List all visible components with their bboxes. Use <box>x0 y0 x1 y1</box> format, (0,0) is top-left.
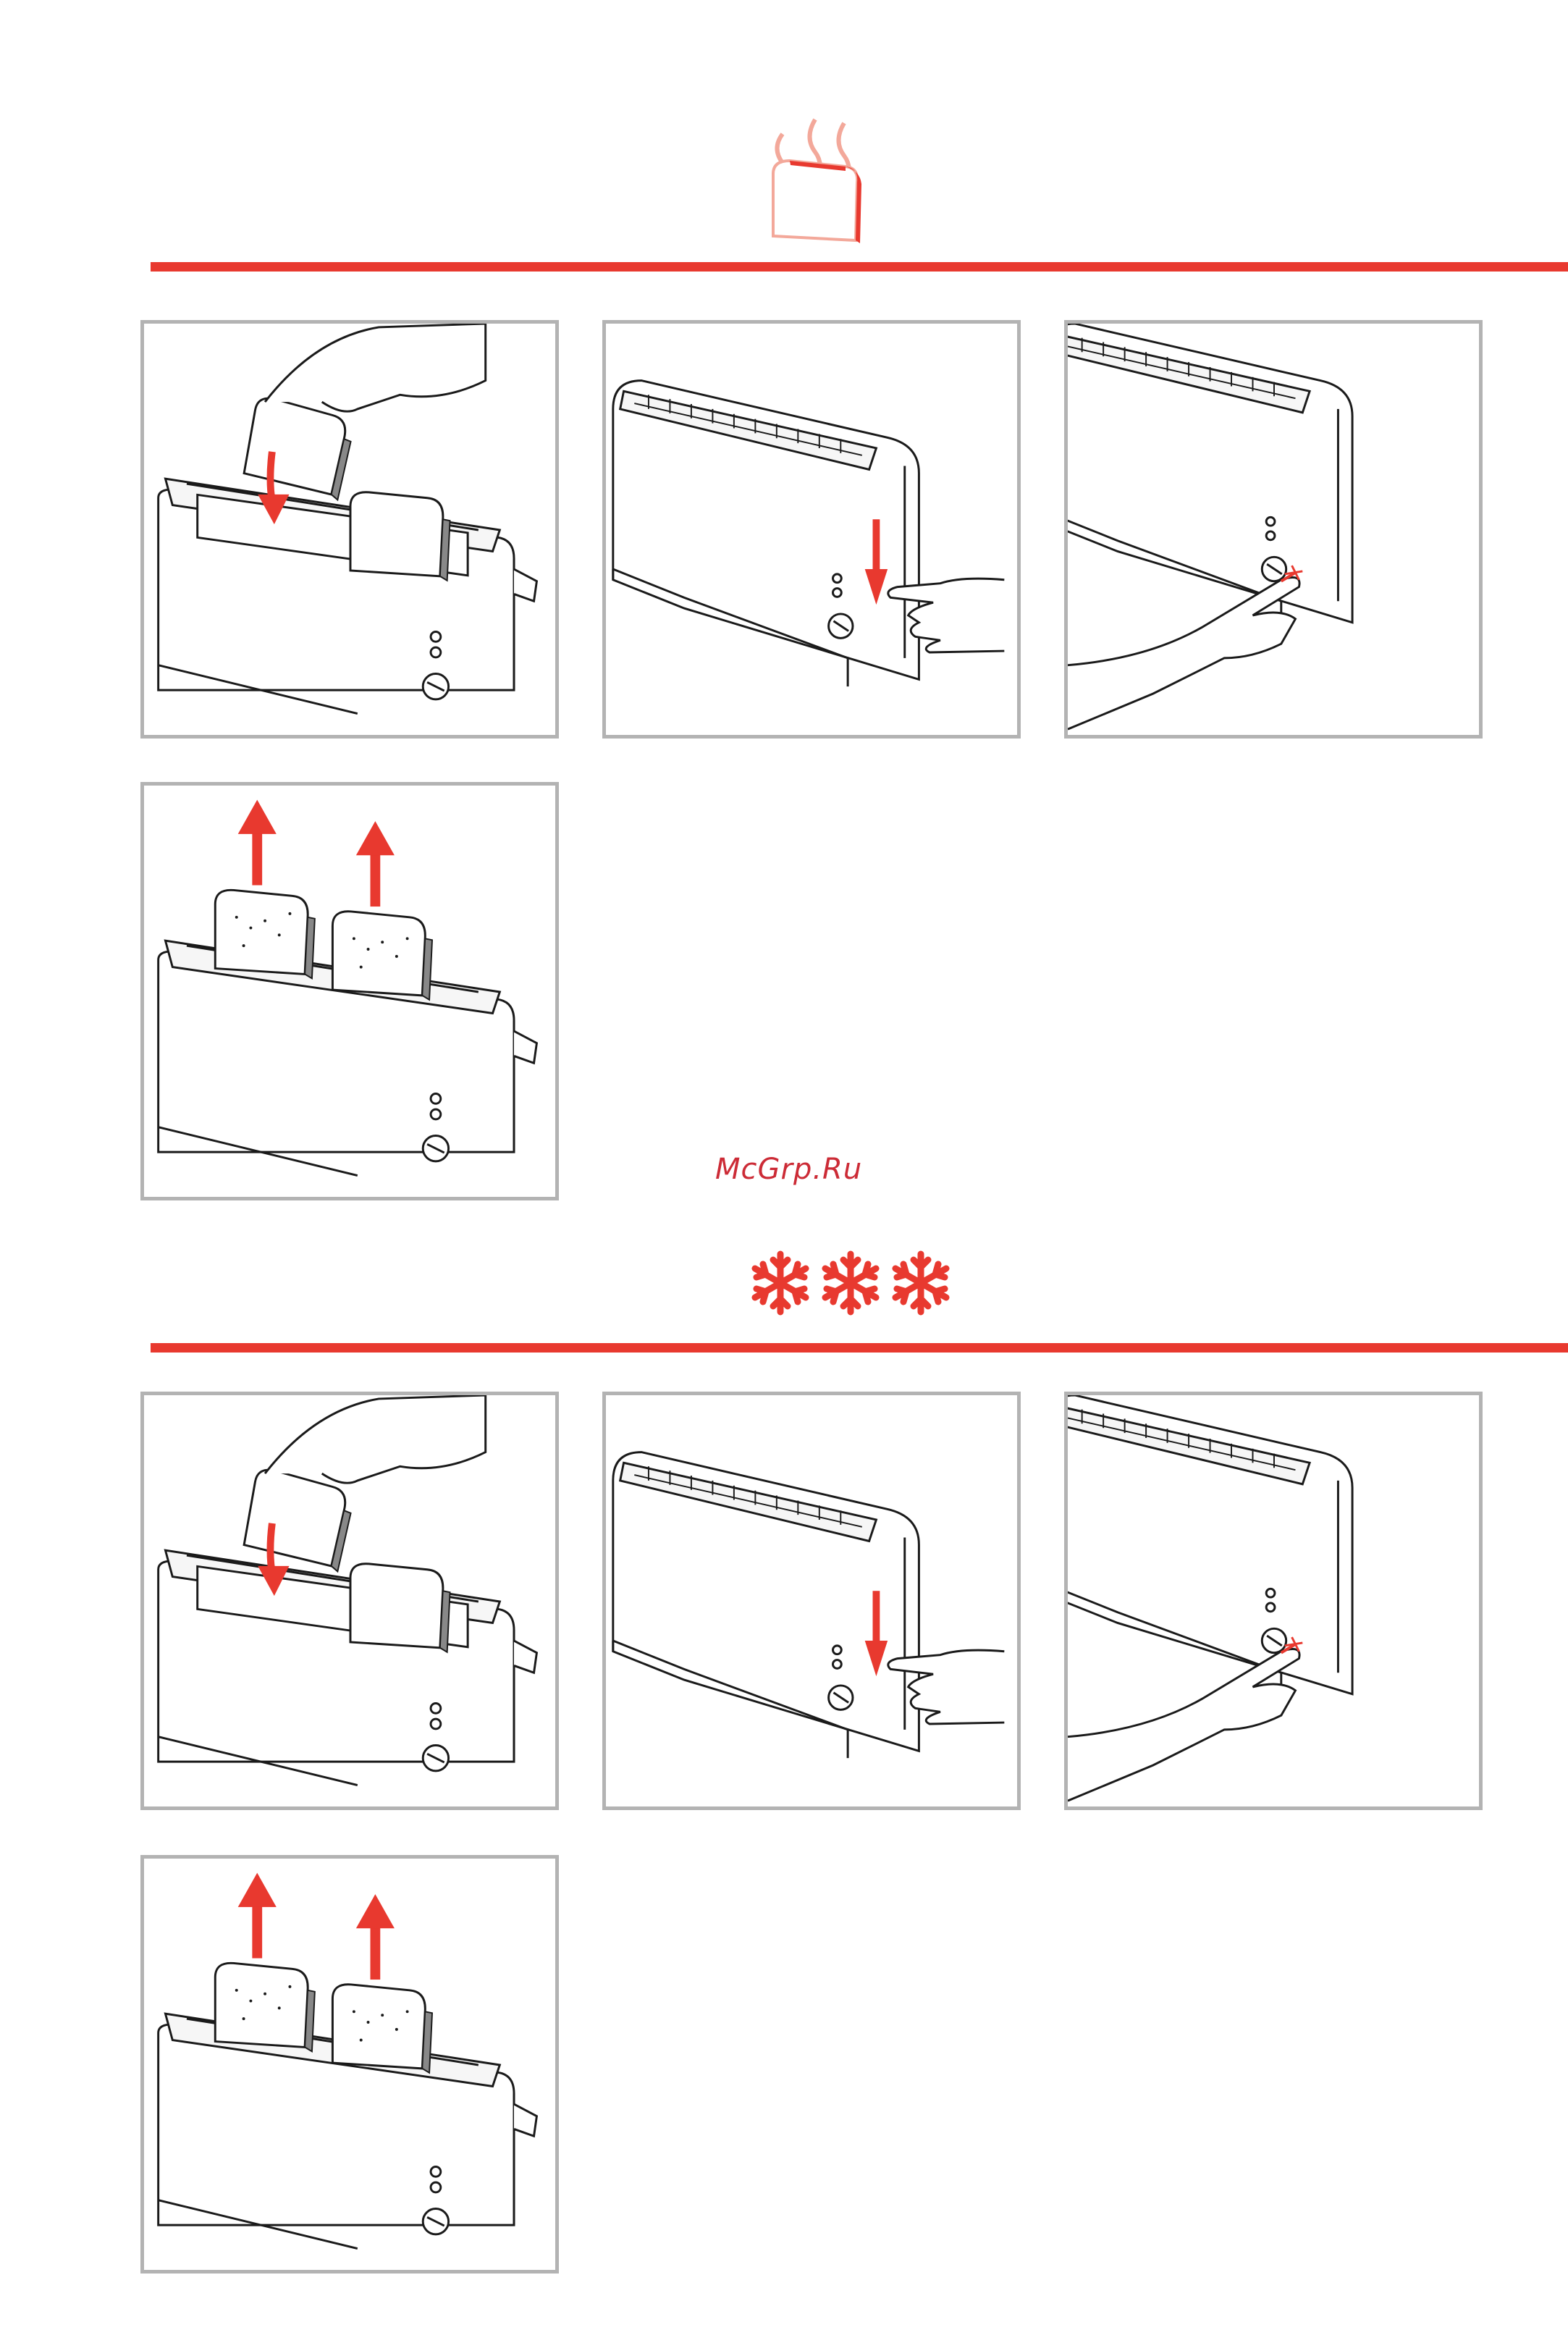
step-press-button-panel <box>1064 320 1483 739</box>
snowflakes-icon <box>746 1247 956 1319</box>
press-defrost-button-illustration <box>1068 1395 1479 1806</box>
steaming-toast-icon <box>764 109 866 246</box>
step-insert-frozen-bread-panel <box>140 1392 559 1810</box>
remove-toast-illustration <box>144 786 555 1197</box>
watermark: McGrp.Ru <box>715 1153 862 1186</box>
step-remove-toast-panel <box>140 782 559 1200</box>
press-lever-illustration <box>606 1395 1017 1806</box>
section-rule-toast <box>151 262 1568 272</box>
step-press-lever-frozen-panel <box>602 1392 1021 1810</box>
step-press-defrost-button-panel <box>1064 1392 1483 1810</box>
remove-toast-illustration <box>144 1859 555 2270</box>
insert-bread-illustration <box>144 324 555 735</box>
step-insert-bread-panel <box>140 320 559 739</box>
press-lever-illustration <box>606 324 1017 735</box>
step-remove-defrosted-toast-panel <box>140 1855 559 2273</box>
press-button-illustration <box>1068 324 1479 735</box>
section-rule-frozen <box>151 1343 1568 1353</box>
step-press-lever-panel <box>602 320 1021 739</box>
insert-bread-illustration <box>144 1395 555 1806</box>
